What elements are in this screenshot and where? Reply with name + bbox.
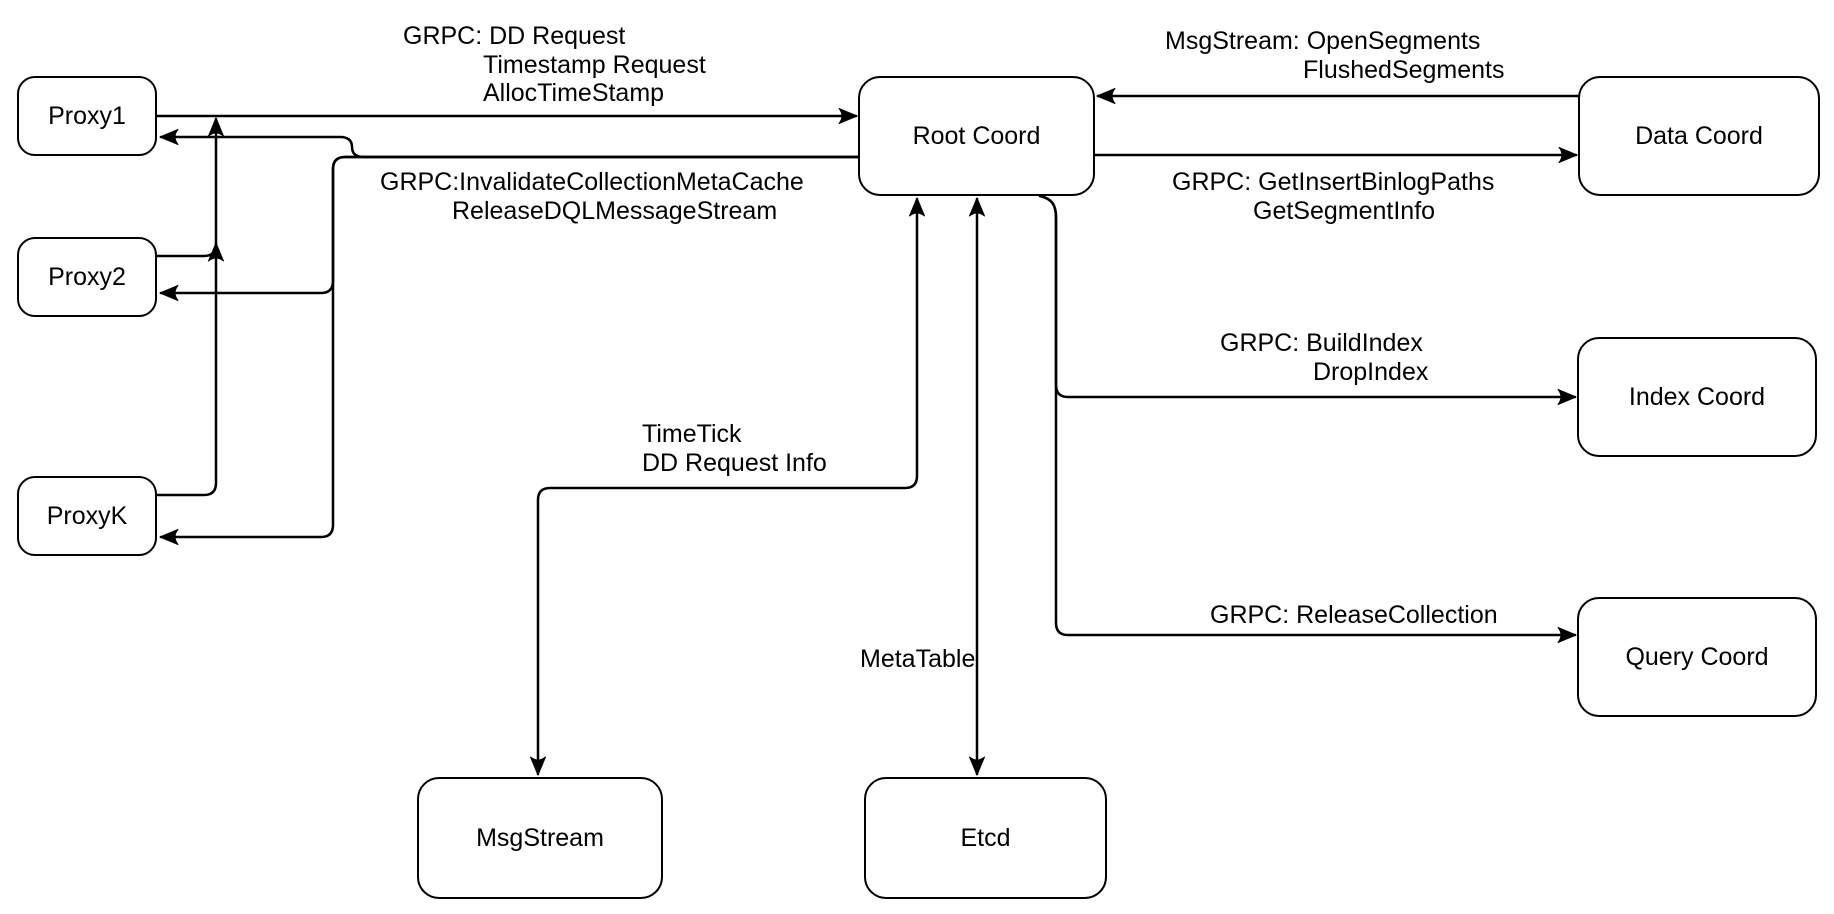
label-grpc-dd-request-line3: AllocTimeStamp — [483, 79, 665, 107]
label-grpc-getinsert-line1: GRPC: GetInsertBinlogPaths — [1172, 168, 1495, 196]
label-grpc-dd-request-line1: GRPC: DD Request — [403, 22, 626, 50]
label-grpc-getinsert: GRPC: GetInsertBinlogPaths GetSegmentInf… — [1172, 168, 1494, 225]
label-grpc-invalidate-line1: GRPC:InvalidateCollectionMetaCache — [380, 168, 804, 196]
label-metatable: MetaTable — [860, 645, 975, 674]
node-query-coord-label: Query Coord — [1625, 642, 1769, 671]
edge-rootcoord-to-querycoord — [1038, 194, 1577, 643]
edge-rootcoord-msgstream — [530, 197, 925, 776]
label-timetick-line1: TimeTick — [642, 420, 742, 448]
label-grpc-releasecollection: GRPC: ReleaseCollection — [1210, 601, 1498, 630]
node-data-coord: Data Coord — [1578, 76, 1820, 196]
node-proxy1: Proxy1 — [17, 76, 157, 156]
node-root-coord-label: Root Coord — [912, 121, 1041, 150]
node-root-coord: Root Coord — [858, 76, 1095, 196]
edge-proxy2-up-merge — [155, 117, 224, 258]
label-grpc-buildindex-line2: DropIndex — [1313, 357, 1429, 386]
label-msgstream-segments-line2: FlushedSegments — [1303, 55, 1505, 84]
node-msgstream: MsgStream — [417, 777, 663, 899]
node-proxy2-label: Proxy2 — [48, 262, 126, 291]
label-grpc-buildindex-line1: GRPC: BuildIndex — [1220, 329, 1423, 357]
label-grpc-releasecollection-line1: GRPC: ReleaseCollection — [1210, 601, 1498, 629]
label-grpc-dd-request-line2: Timestamp Request — [483, 50, 706, 79]
edge-rootcoord-to-proxy1 — [159, 129, 860, 159]
label-grpc-dd-request: GRPC: DD Request Timestamp Request Alloc… — [403, 22, 706, 108]
label-msgstream-segments: MsgStream: OpenSegments FlushedSegments — [1165, 27, 1505, 84]
node-msgstream-label: MsgStream — [476, 823, 604, 852]
node-query-coord: Query Coord — [1577, 597, 1817, 717]
label-grpc-invalidate-line2: ReleaseDQLMessageStream — [452, 196, 778, 225]
node-index-coord-label: Index Coord — [1628, 382, 1766, 411]
node-data-coord-label: Data Coord — [1635, 121, 1763, 150]
node-etcd: Etcd — [864, 777, 1107, 899]
node-proxyk: ProxyK — [17, 476, 157, 556]
label-timetick: TimeTick DD Request Info — [642, 420, 827, 477]
label-grpc-buildindex: GRPC: BuildIndex DropIndex — [1220, 329, 1428, 386]
edge-proxyk-up-merge — [155, 242, 224, 497]
node-proxy1-label: Proxy1 — [48, 101, 126, 130]
label-grpc-invalidate: GRPC:InvalidateCollectionMetaCache Relea… — [380, 168, 804, 225]
node-proxyk-label: ProxyK — [46, 501, 128, 530]
label-msgstream-segments-line1: MsgStream: OpenSegments — [1165, 27, 1481, 55]
node-etcd-label: Etcd — [960, 823, 1011, 852]
node-index-coord: Index Coord — [1577, 337, 1817, 457]
edge-rootcoord-to-proxyk — [159, 155, 860, 545]
node-proxy2: Proxy2 — [17, 237, 157, 317]
label-grpc-getinsert-line2: GetSegmentInfo — [1253, 196, 1436, 225]
label-metatable-line1: MetaTable — [860, 645, 976, 673]
label-timetick-line2: DD Request Info — [642, 448, 827, 477]
